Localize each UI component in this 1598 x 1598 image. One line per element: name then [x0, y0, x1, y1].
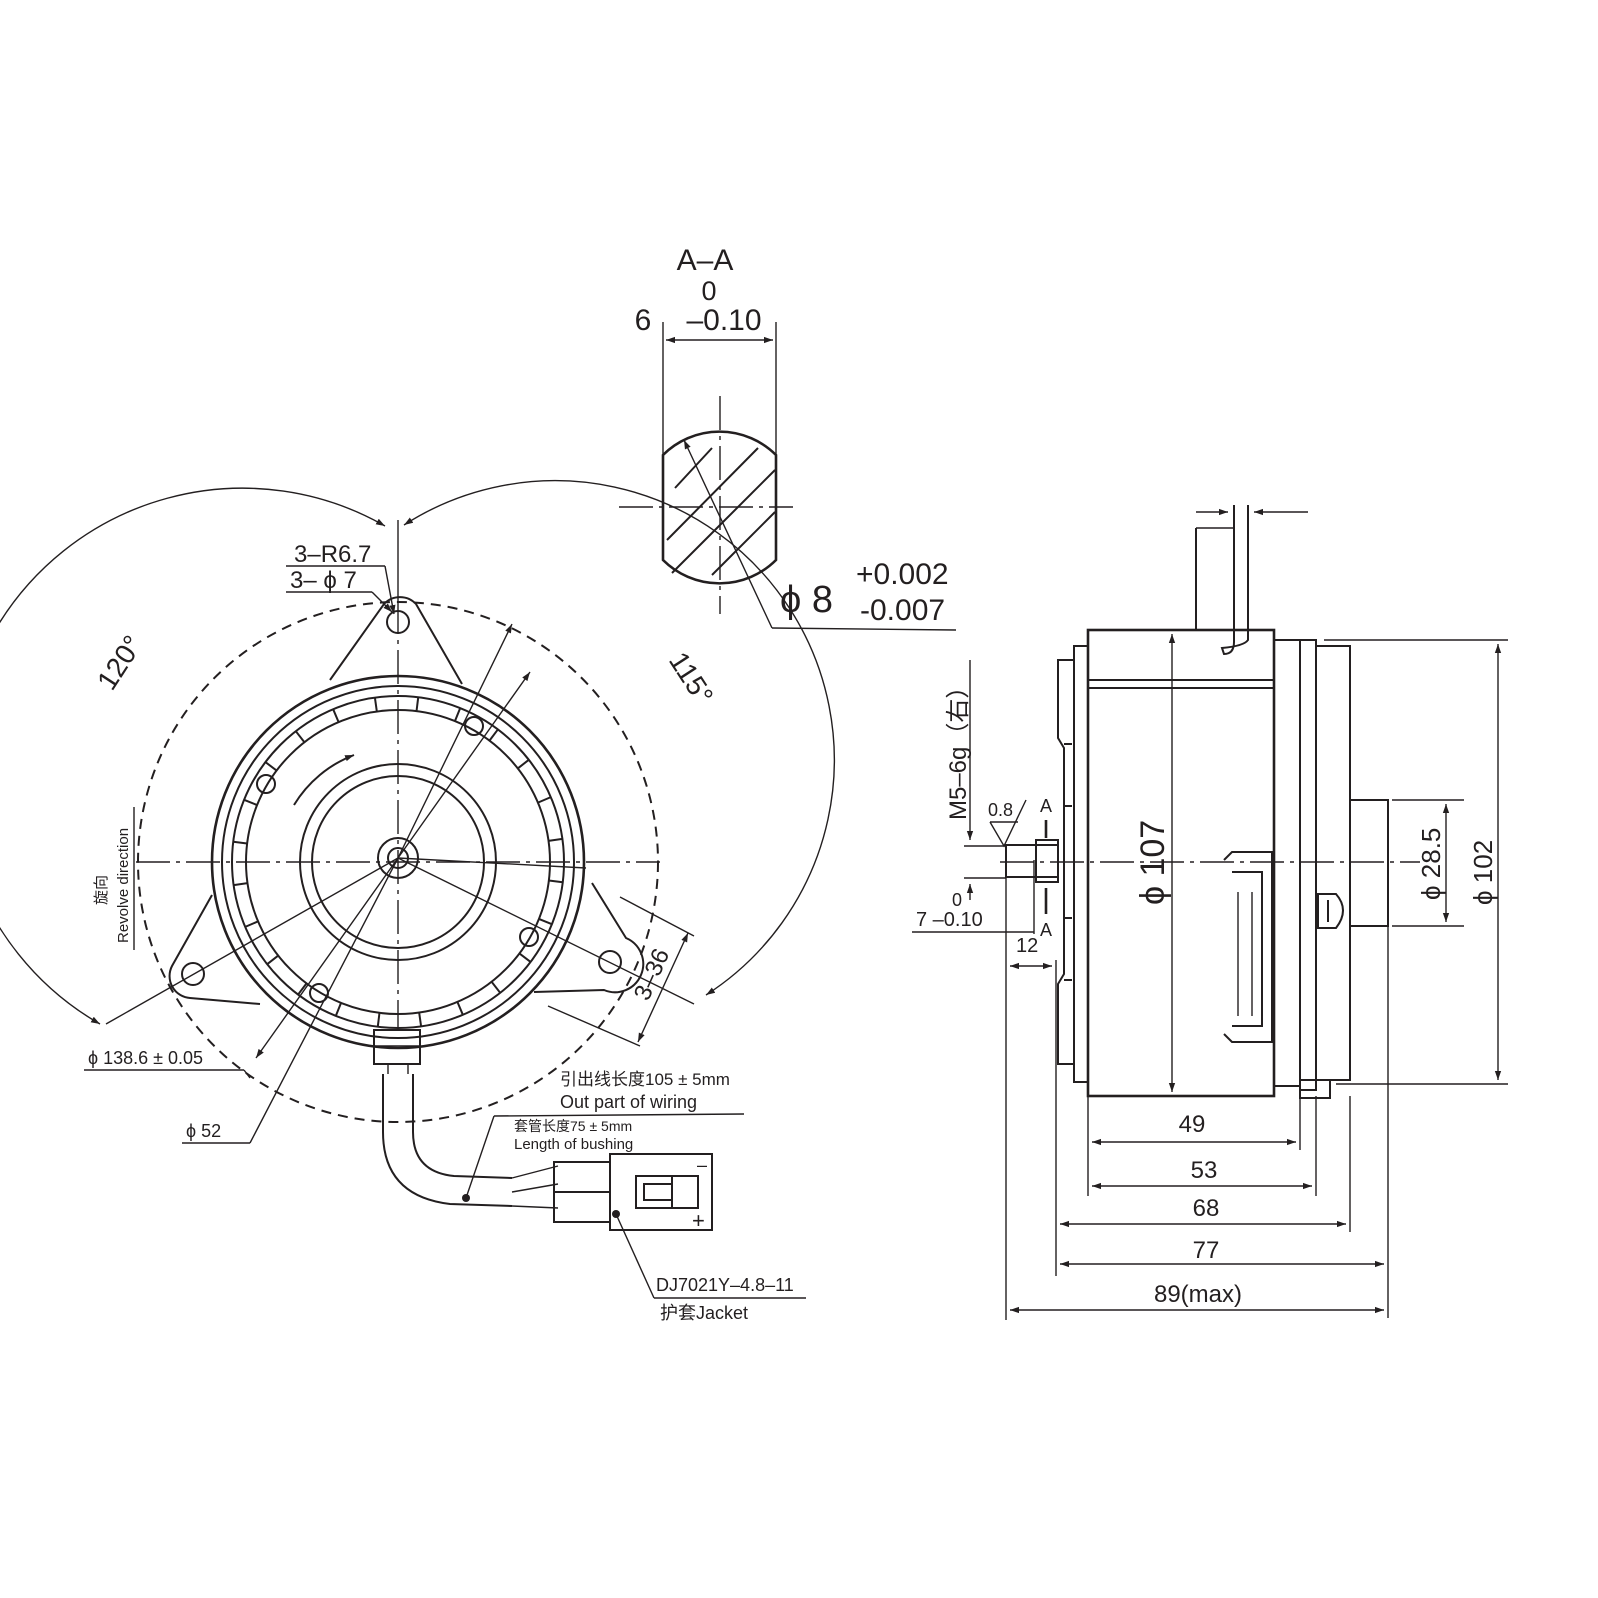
ring-tick [517, 759, 530, 770]
length-89-max: 89(max) [1154, 1281, 1242, 1308]
boss-diameter: ϕ 28.5 [1416, 828, 1446, 900]
ring-tick [332, 708, 340, 723]
front-view: 120° 115° 旋向 Revolve direction [0, 480, 835, 1323]
shaft-length: 7 –0.10 [916, 909, 983, 931]
wire-length-cn: 引出线长度105 ± 5mm [560, 1070, 730, 1089]
roughness-value: 0.8 [988, 800, 1013, 820]
lead-tab [1195, 505, 1249, 656]
revolve-direction-cn: 旋向 [93, 875, 110, 905]
rear-boss [1349, 799, 1389, 927]
length-49: 49 [1179, 1111, 1206, 1138]
mounting-hole-left[interactable] [181, 962, 205, 986]
hole-radius-callout: 3–R6.7 [294, 541, 371, 568]
rotation-direction-arrow [293, 754, 355, 806]
length-68: 68 [1193, 1195, 1220, 1222]
body-screw-hole-1 [464, 716, 484, 736]
section-mark-bottom: A [1040, 920, 1052, 940]
output-shaft [1005, 844, 1059, 878]
rear-flange [1273, 639, 1301, 1087]
ring-tick [454, 707, 462, 722]
hole-diameter-callout: 3– ϕ 7 [290, 567, 357, 594]
body-screw-hole-4 [256, 774, 276, 794]
mounting-diameter-callout: ϕ 138.6 ± 0.05 [88, 1048, 203, 1068]
bushing-length-en: Length of bushing [514, 1136, 633, 1153]
connector-model: DJ7021Y–4.8–11 [656, 1275, 794, 1295]
flange-diameter: ϕ 102 [1468, 840, 1498, 905]
inner-diameter-callout: ϕ 52 [186, 1121, 221, 1141]
section-width-nominal: 6 [635, 304, 652, 337]
connector-minus-sign: – [697, 1155, 707, 1175]
shaft-diameter-upper-tol: +0.002 [856, 558, 949, 591]
body-diameter: ϕ 107 [1134, 820, 1172, 905]
ring-tick [233, 882, 248, 887]
ring-tick [297, 982, 308, 996]
ring-tick [233, 840, 248, 845]
ring-ticks [233, 697, 563, 1027]
connector-plus-sign: + [692, 1208, 705, 1233]
section-width-lower-tol: –0.10 [686, 304, 761, 337]
wire-length-en: Out part of wiring [560, 1092, 697, 1112]
ring-tick [488, 728, 499, 742]
length-53: 53 [1191, 1157, 1218, 1184]
ring-tick [334, 1002, 342, 1017]
ring-tick [266, 954, 279, 965]
body-screw-hole-2 [519, 927, 539, 947]
ring-tick [518, 952, 532, 963]
length-77: 77 [1193, 1237, 1220, 1264]
side-view: M5–6g（右） 0.8 A A 0 7 –0.10 12 ϕ 107 ϕ 28… [912, 505, 1508, 1320]
ring-tick [244, 920, 259, 928]
ring-tick [264, 761, 278, 772]
ring-tick [415, 697, 420, 712]
ring-tick [243, 798, 258, 806]
ring-tick [295, 730, 306, 743]
ring-tick [490, 981, 501, 994]
ring-tick [376, 1012, 381, 1027]
angle-120: 120° [91, 630, 149, 695]
shaft-diameter: ϕ 8 [780, 579, 833, 621]
ring-tick [548, 837, 563, 842]
thread-spec: M5–6g（右） [945, 675, 972, 820]
ring-tick [373, 697, 378, 712]
section-mark-top: A [1040, 796, 1052, 816]
lug-width-dimension [637, 932, 689, 1043]
section-a-a-view: A–A 0 6 –0.10 ϕ 8 +0.002 -0.007 [619, 244, 957, 631]
section-width-upper-tol: 0 [701, 276, 716, 306]
shaft-diameter-lower-tol: -0.007 [860, 594, 945, 627]
connector-jacket [609, 1153, 713, 1231]
section-label: A–A [677, 244, 734, 277]
angle-115: 115° [663, 646, 719, 710]
shaft-length-upper-tol: 0 [952, 890, 962, 910]
ring-tick [538, 918, 553, 926]
roughness-symbol [989, 799, 1027, 848]
jacket-label: 护套Jacket [660, 1303, 748, 1323]
bushing-length-cn: 套管长度75 ± 5mm [514, 1118, 632, 1134]
revolve-direction-en: Revolve direction [115, 828, 132, 943]
shaft-extension: 12 [1016, 935, 1038, 957]
ring-tick [418, 1012, 423, 1027]
front-end-cover [1057, 645, 1088, 1083]
ring-tick [548, 879, 563, 884]
wire-bushing [382, 1074, 513, 1207]
mounting-hole-right[interactable] [598, 950, 622, 974]
ring-tick [456, 1001, 464, 1016]
ring-tick [537, 796, 552, 804]
